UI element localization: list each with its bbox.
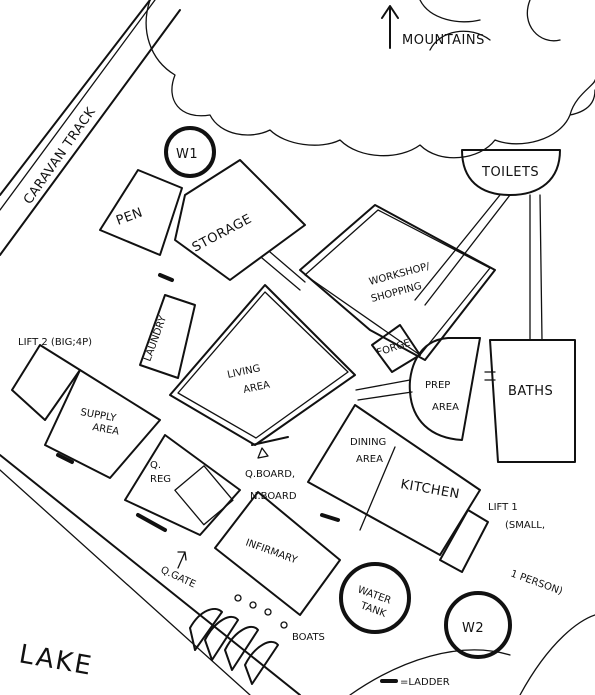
lift2-label: LIFT 2 (BIG;4P): [18, 337, 92, 348]
caravan-track-label: CARAVAN TRACK: [21, 105, 99, 207]
baths-label: BATHS: [508, 384, 553, 399]
kitchen-label: KITCHEN: [399, 477, 461, 502]
lift1-label-1: LIFT 1: [488, 502, 518, 513]
nboard-label: N.BOARD: [250, 491, 297, 502]
qreg-label-1: Q.: [150, 460, 161, 471]
kitchen-divider: [359, 446, 396, 531]
living-label-2: AREA: [242, 380, 271, 396]
infirmary-building: [214, 491, 341, 616]
laundry-building: [139, 294, 196, 379]
w2-label: W2: [462, 621, 484, 636]
lift1-label-2: (SMALL,: [505, 520, 545, 531]
lift1-building: [439, 509, 489, 573]
dining-label-2: AREA: [356, 454, 383, 465]
north-arrow-icon: [381, 5, 399, 49]
prep-label-2: AREA: [432, 402, 459, 413]
w1-circle: [164, 126, 216, 178]
workshop-building: [299, 204, 496, 361]
qreg-building: [124, 434, 241, 536]
water-tank-circle: [339, 562, 411, 634]
mountains-outline-inner: [419, 0, 561, 42]
boats-label: BOATS: [292, 632, 325, 643]
qreg-desk: [174, 465, 234, 526]
workshop-label-1: WORKSHOP/: [368, 261, 432, 288]
w1-label: W1: [176, 147, 198, 162]
storage-label: STORAGE: [190, 212, 255, 256]
qgate-arrow-icon: [177, 551, 187, 569]
walkway-storage: [261, 251, 306, 291]
supply-label-2: AREA: [91, 422, 120, 438]
dining-label-1: DINING: [350, 437, 386, 448]
workshop-building-inner: [304, 209, 491, 356]
w2-circle: [444, 591, 512, 659]
ladder-markers: [56, 273, 340, 532]
prep-label-1: PREP: [425, 380, 450, 391]
living-building: [169, 284, 356, 446]
pen-building: [99, 169, 183, 256]
supply-building: [44, 369, 161, 479]
laundry-label: LAUNDRY: [142, 314, 169, 363]
storage-building: [174, 159, 306, 281]
toilets-pipes: [414, 194, 543, 341]
ladder-legend-label: =LADDER: [400, 677, 450, 688]
lift1-label-3: 1 PERSON): [509, 568, 564, 597]
supply-label-1: SUPPLY: [79, 407, 117, 424]
lake-label: LAKE: [17, 639, 95, 681]
walkway-prep: [355, 371, 496, 401]
living-label-1: LIVING: [226, 363, 261, 381]
caravan-track: [0, 0, 181, 256]
mountains-outline: [145, 0, 595, 159]
kitchen-dining-building: [307, 404, 481, 556]
qboard-label: Q.BOARD,: [245, 469, 295, 480]
pen-label: PEN: [114, 205, 145, 228]
qreg-label-2: REG: [150, 474, 171, 485]
lake-shore-lines: [0, 469, 595, 695]
forge-building: [371, 324, 421, 373]
mountains-label: MOUNTAINS: [402, 33, 485, 48]
toilets-label: TOILETS: [481, 165, 539, 180]
boats-icon: [189, 594, 288, 685]
baths-building: [489, 339, 576, 463]
forge-label: FORGE: [376, 338, 412, 359]
living-building-inner: [177, 291, 349, 439]
lift2-building: [11, 344, 81, 421]
noticeboard-icon: [251, 436, 289, 459]
infirmary-label: INFIRMARY: [244, 537, 299, 566]
